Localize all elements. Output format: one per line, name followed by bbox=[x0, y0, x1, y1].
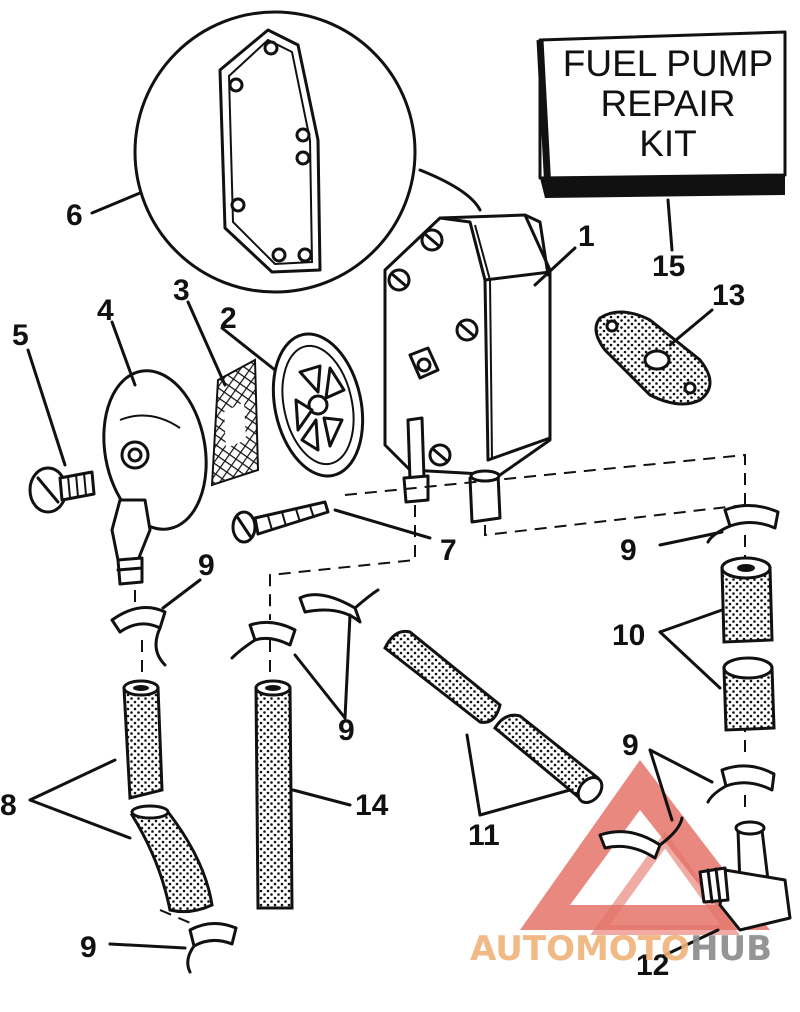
watermark-word-automoto: AUTOMOTO bbox=[470, 929, 690, 969]
callout-9d: 9 bbox=[622, 729, 639, 762]
elbow-fitting bbox=[698, 820, 792, 932]
fuel-hose-diagonal-2 bbox=[493, 713, 604, 805]
callout-8: 8 bbox=[0, 789, 17, 822]
callout-10: 10 bbox=[612, 619, 645, 652]
fuel-filter-lower bbox=[722, 656, 776, 732]
callout-13: 13 bbox=[712, 279, 745, 312]
callout-1: 1 bbox=[578, 220, 595, 253]
cover-screw bbox=[28, 466, 96, 514]
mounting-gasket bbox=[594, 310, 712, 406]
callout-15: 15 bbox=[652, 250, 685, 283]
callout-14: 14 bbox=[355, 789, 389, 822]
hose-clamp bbox=[186, 922, 238, 974]
kit-label-line3: KIT bbox=[639, 123, 697, 164]
fuel-pump-body bbox=[383, 213, 552, 524]
repair-kit-box bbox=[536, 30, 787, 198]
leader-lines bbox=[26, 191, 724, 957]
fuel-hose-long bbox=[254, 679, 294, 910]
fuel-hose-diagonal-1 bbox=[383, 629, 502, 724]
callout-3: 3 bbox=[173, 274, 190, 307]
callout-11: 11 bbox=[468, 819, 500, 852]
fuel-hose-upper bbox=[122, 679, 164, 800]
pump-mounting-screw bbox=[231, 500, 330, 544]
gasket-detail-circle bbox=[133, 10, 482, 294]
hose-clamp bbox=[598, 816, 684, 860]
callout-numbers: 1 2 3 4 5 6 7 8 9 9 9 9 9 10 11 12 13 14… bbox=[0, 199, 745, 982]
callout-5: 5 bbox=[12, 319, 29, 352]
fuel-hose-lower bbox=[129, 804, 214, 914]
callout-12: 12 bbox=[636, 949, 669, 982]
callout-9c: 9 bbox=[620, 534, 637, 567]
diaphragm bbox=[271, 332, 365, 478]
hose-clamp bbox=[298, 588, 380, 624]
callout-9b: 9 bbox=[338, 714, 355, 747]
hose-clamp bbox=[706, 504, 780, 544]
fuel-filter-upper bbox=[720, 556, 774, 644]
kit-label-line1: FUEL PUMP bbox=[563, 43, 773, 84]
watermark-text: AUTOMOTO HUB bbox=[470, 929, 772, 969]
hose-clamp bbox=[110, 606, 167, 667]
watermark-word-hub: HUB bbox=[690, 929, 772, 969]
filter-screen bbox=[210, 358, 260, 487]
callout-2: 2 bbox=[220, 302, 237, 335]
kit-label-line2: REPAIR bbox=[600, 83, 735, 124]
callout-7: 7 bbox=[440, 534, 457, 567]
callout-9a: 9 bbox=[198, 549, 215, 582]
filter-cover bbox=[102, 369, 208, 586]
callout-6: 6 bbox=[66, 199, 83, 232]
hose-clamp bbox=[230, 620, 297, 660]
hose-clamp bbox=[706, 764, 776, 804]
callout-9e: 9 bbox=[80, 931, 97, 964]
callout-4: 4 bbox=[97, 294, 114, 327]
